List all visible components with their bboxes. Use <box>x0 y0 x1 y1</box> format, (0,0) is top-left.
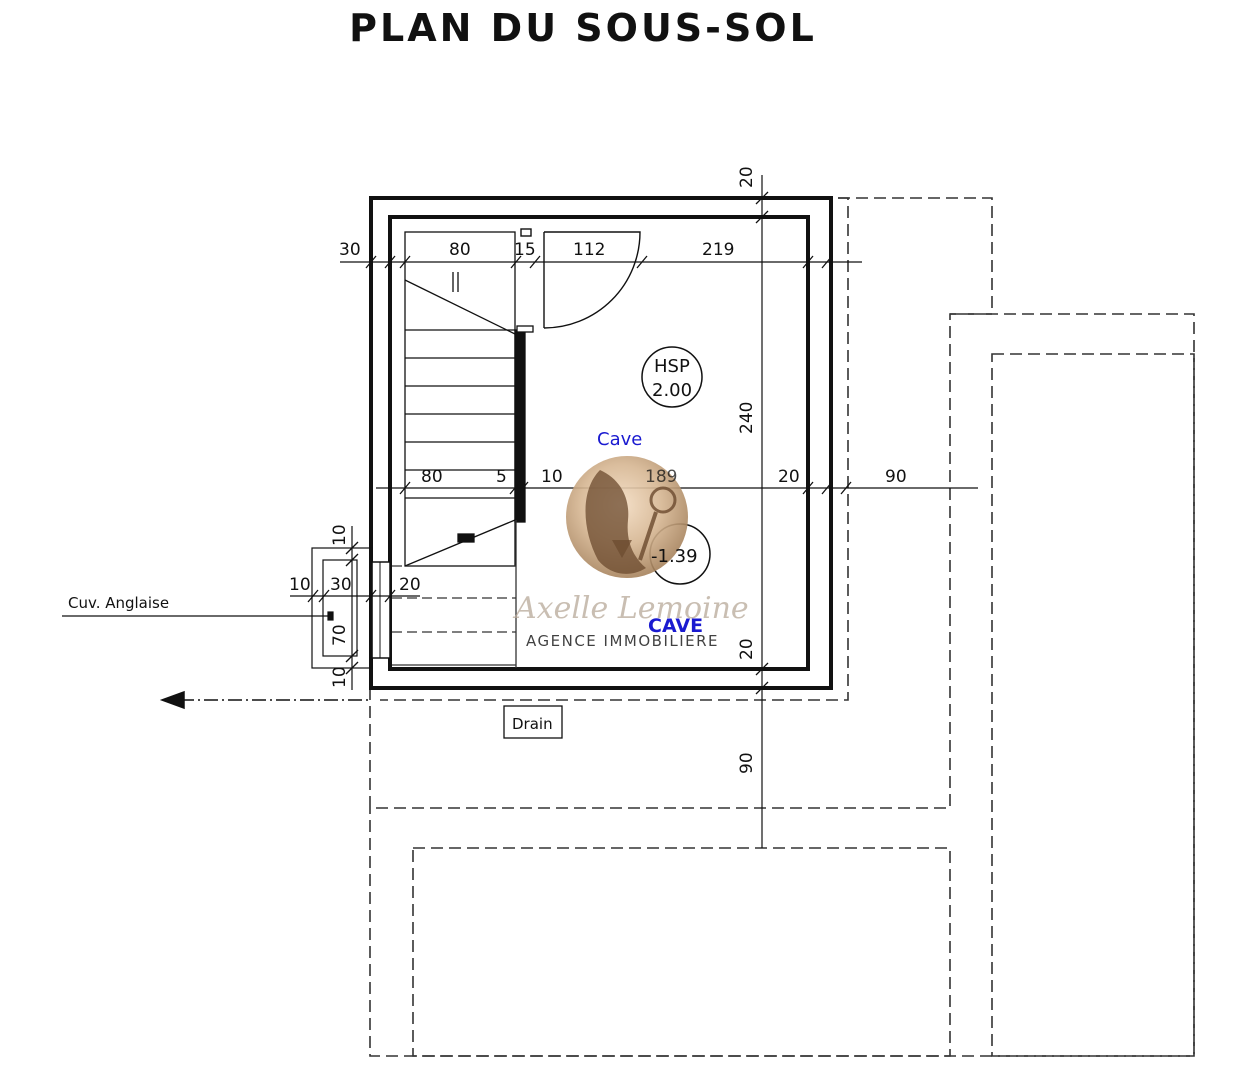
dim-l-10-bot: 10 <box>330 666 350 688</box>
dim-mid-189: 189 <box>645 467 677 487</box>
drain-label: Drain <box>512 715 553 733</box>
hsp-label: HSP <box>654 356 690 377</box>
door <box>520 228 641 329</box>
room-label-cave-large: CAVE <box>648 615 703 637</box>
landing-steps <box>392 520 517 668</box>
dim-v-20-top: 20 <box>737 166 757 188</box>
dim-v-20-bot: 20 <box>737 638 757 660</box>
dim-v-240: 240 <box>737 402 757 434</box>
dim-mid-80: 80 <box>421 467 443 487</box>
dim-top-219: 219 <box>702 240 734 260</box>
dim-mid-5: 5 <box>496 467 507 487</box>
hsp-value: 2.00 <box>652 380 692 401</box>
dim-l-10: 10 <box>289 575 311 595</box>
wall-opening <box>371 561 391 659</box>
dim-top-80: 80 <box>449 240 471 260</box>
dim-l-70: 70 <box>330 624 350 646</box>
dim-top-30: 30 <box>339 240 361 260</box>
dim-v-90: 90 <box>737 752 757 774</box>
watermark-script: Axelle Lemoine <box>512 591 749 626</box>
hsp-circle <box>641 346 703 408</box>
light-well-ticks <box>307 541 396 675</box>
dim-mid-90: 90 <box>885 467 907 487</box>
light-well <box>62 526 420 690</box>
dimension-labels: 30 80 15 112 219 80 5 10 189 20 90 20 24… <box>289 166 907 774</box>
dim-mid-10: 10 <box>541 467 563 487</box>
walls <box>369 196 833 690</box>
dashed-outlines <box>369 197 1195 1057</box>
dim-l-30: 30 <box>330 575 352 595</box>
staircase <box>404 231 534 567</box>
dim-top-15: 15 <box>514 240 536 260</box>
drain-line <box>159 690 372 710</box>
dim-top-112: 112 <box>573 240 605 260</box>
dim-mid-20: 20 <box>778 467 800 487</box>
drain-box <box>503 705 563 739</box>
dimension-ticks <box>365 191 852 695</box>
dim-l-20: 20 <box>399 575 421 595</box>
level-value: -1.39 <box>651 546 698 567</box>
page-title: PLAN DU SOUS-SOL <box>349 6 817 50</box>
room-label-cave: Cave <box>597 429 642 450</box>
dim-l-10-top: 10 <box>330 524 350 546</box>
watermark-caption: AGENCE IMMOBILIERE <box>526 632 719 650</box>
cuv-label: Cuv. Anglaise <box>68 594 169 612</box>
watermark-logo <box>566 456 688 578</box>
